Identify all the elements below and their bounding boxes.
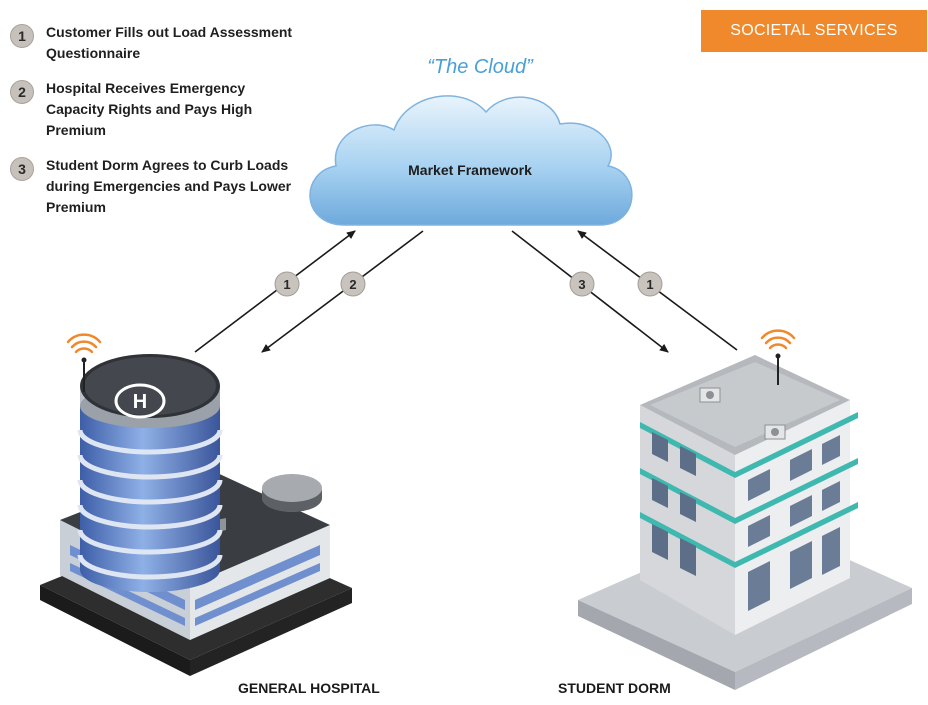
arrow-cloud-to-hospital [261, 230, 424, 353]
hospital-building-icon: H [40, 354, 352, 676]
arrow-hospital-to-cloud [194, 230, 356, 353]
svg-text:3: 3 [578, 277, 585, 292]
step-item: 1 Customer Fills out Load Assessment Que… [10, 22, 300, 64]
cloud-label: Market Framework [408, 162, 532, 178]
arrow-badge-dorm-down: 3 [569, 271, 595, 297]
arrow-badge-hospital-down: 2 [340, 271, 366, 297]
arrow-badge-dorm-up: 1 [637, 271, 663, 297]
step-text: Customer Fills out Load Assessment Quest… [46, 24, 293, 61]
svg-text:1: 1 [283, 277, 290, 292]
wifi-icon-hospital [66, 333, 102, 354]
step-list: 1 Customer Fills out Load Assessment Que… [10, 22, 300, 232]
step-number: 3 [10, 157, 34, 181]
step-number: 2 [10, 80, 34, 104]
step-text: Student Dorm Agrees to Curb Loads during… [46, 157, 292, 215]
svg-text:2: 2 [349, 277, 356, 292]
dorm-building-icon [578, 353, 912, 690]
cloud-title: “The Cloud” [427, 56, 533, 78]
dorm-label: STUDENT DORM [558, 680, 671, 696]
step-item: 3 Student Dorm Agrees to Curb Loads duri… [10, 155, 300, 218]
wifi-icon-dorm [760, 329, 796, 350]
cloud-icon [309, 95, 633, 226]
step-number: 1 [10, 24, 34, 48]
helipad-icon: H [133, 391, 147, 413]
svg-text:1: 1 [646, 277, 653, 292]
arrow-badge-hospital-up: 1 [274, 271, 300, 297]
hospital-label: GENERAL HOSPITAL [238, 680, 380, 696]
step-item: 2 Hospital Receives Emergency Capacity R… [10, 78, 300, 141]
step-text: Hospital Receives Emergency Capacity Rig… [46, 80, 253, 138]
societal-services-badge: SOCIETAL SERVICES [701, 10, 927, 52]
